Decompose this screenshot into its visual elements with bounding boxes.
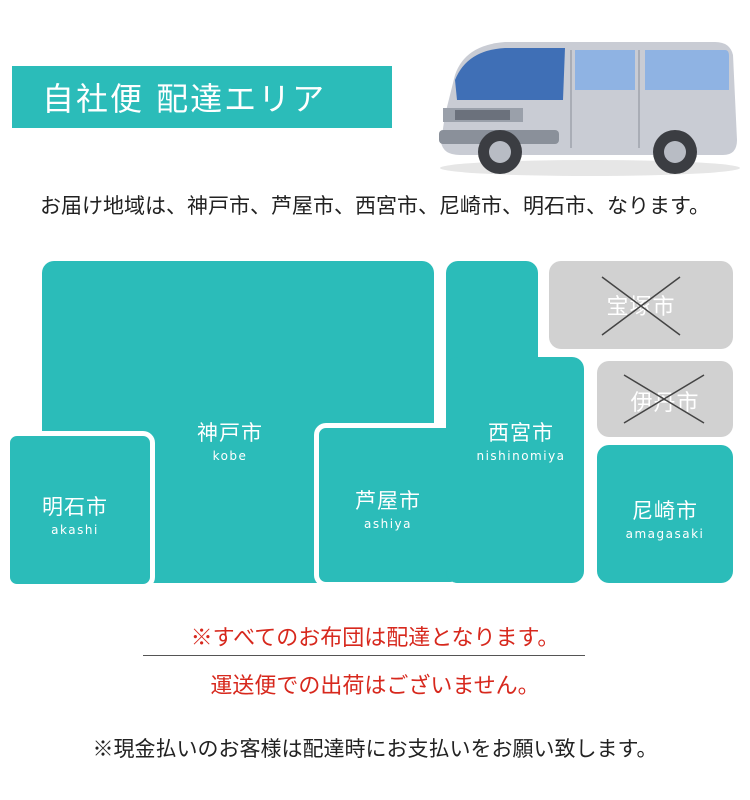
region-nishinomiya-label: 西宮市 nishinomiya [476,421,566,463]
cash-payment-note: ※現金払いのお客様は配達時にお支払いをお願い致します。 [92,737,658,761]
excluded-cross-icon [601,276,681,336]
excluded-cross-icon [623,374,705,424]
delivery-van-icon [439,42,740,176]
region-nishinomiya-lower [446,357,584,583]
page-title-banner: 自社便 配達エリア [12,66,392,128]
delivery-area-description: お届け地域は、神戸市、芦屋市、西宮市、尼崎市、明石市、なります。 [40,194,710,218]
delivery-area-map: 神戸市 kobe 明石市 akashi 芦屋市 ashiya 西宮市 nishi… [0,255,750,595]
no-courier-shipping-note: 運送便での出荷はございません。 [210,674,540,699]
region-ashiya-label: 芦屋市 ashiya [355,489,421,531]
region-kobe-label: 神戸市 kobe [197,421,263,463]
divider [143,655,585,656]
region-takarazuka-label: 宝塚市 [606,295,676,320]
region-amagasaki [597,445,733,583]
page-title: 自社便 配達エリア [42,80,327,118]
region-takarazuka [549,261,733,349]
region-amagasaki-label: 尼崎市 amagasaki [625,499,705,541]
region-akashi-label: 明石市 akashi [42,495,108,537]
futon-delivery-note: ※すべてのお布団は配達となります。 [190,626,560,651]
region-akashi [5,431,155,589]
